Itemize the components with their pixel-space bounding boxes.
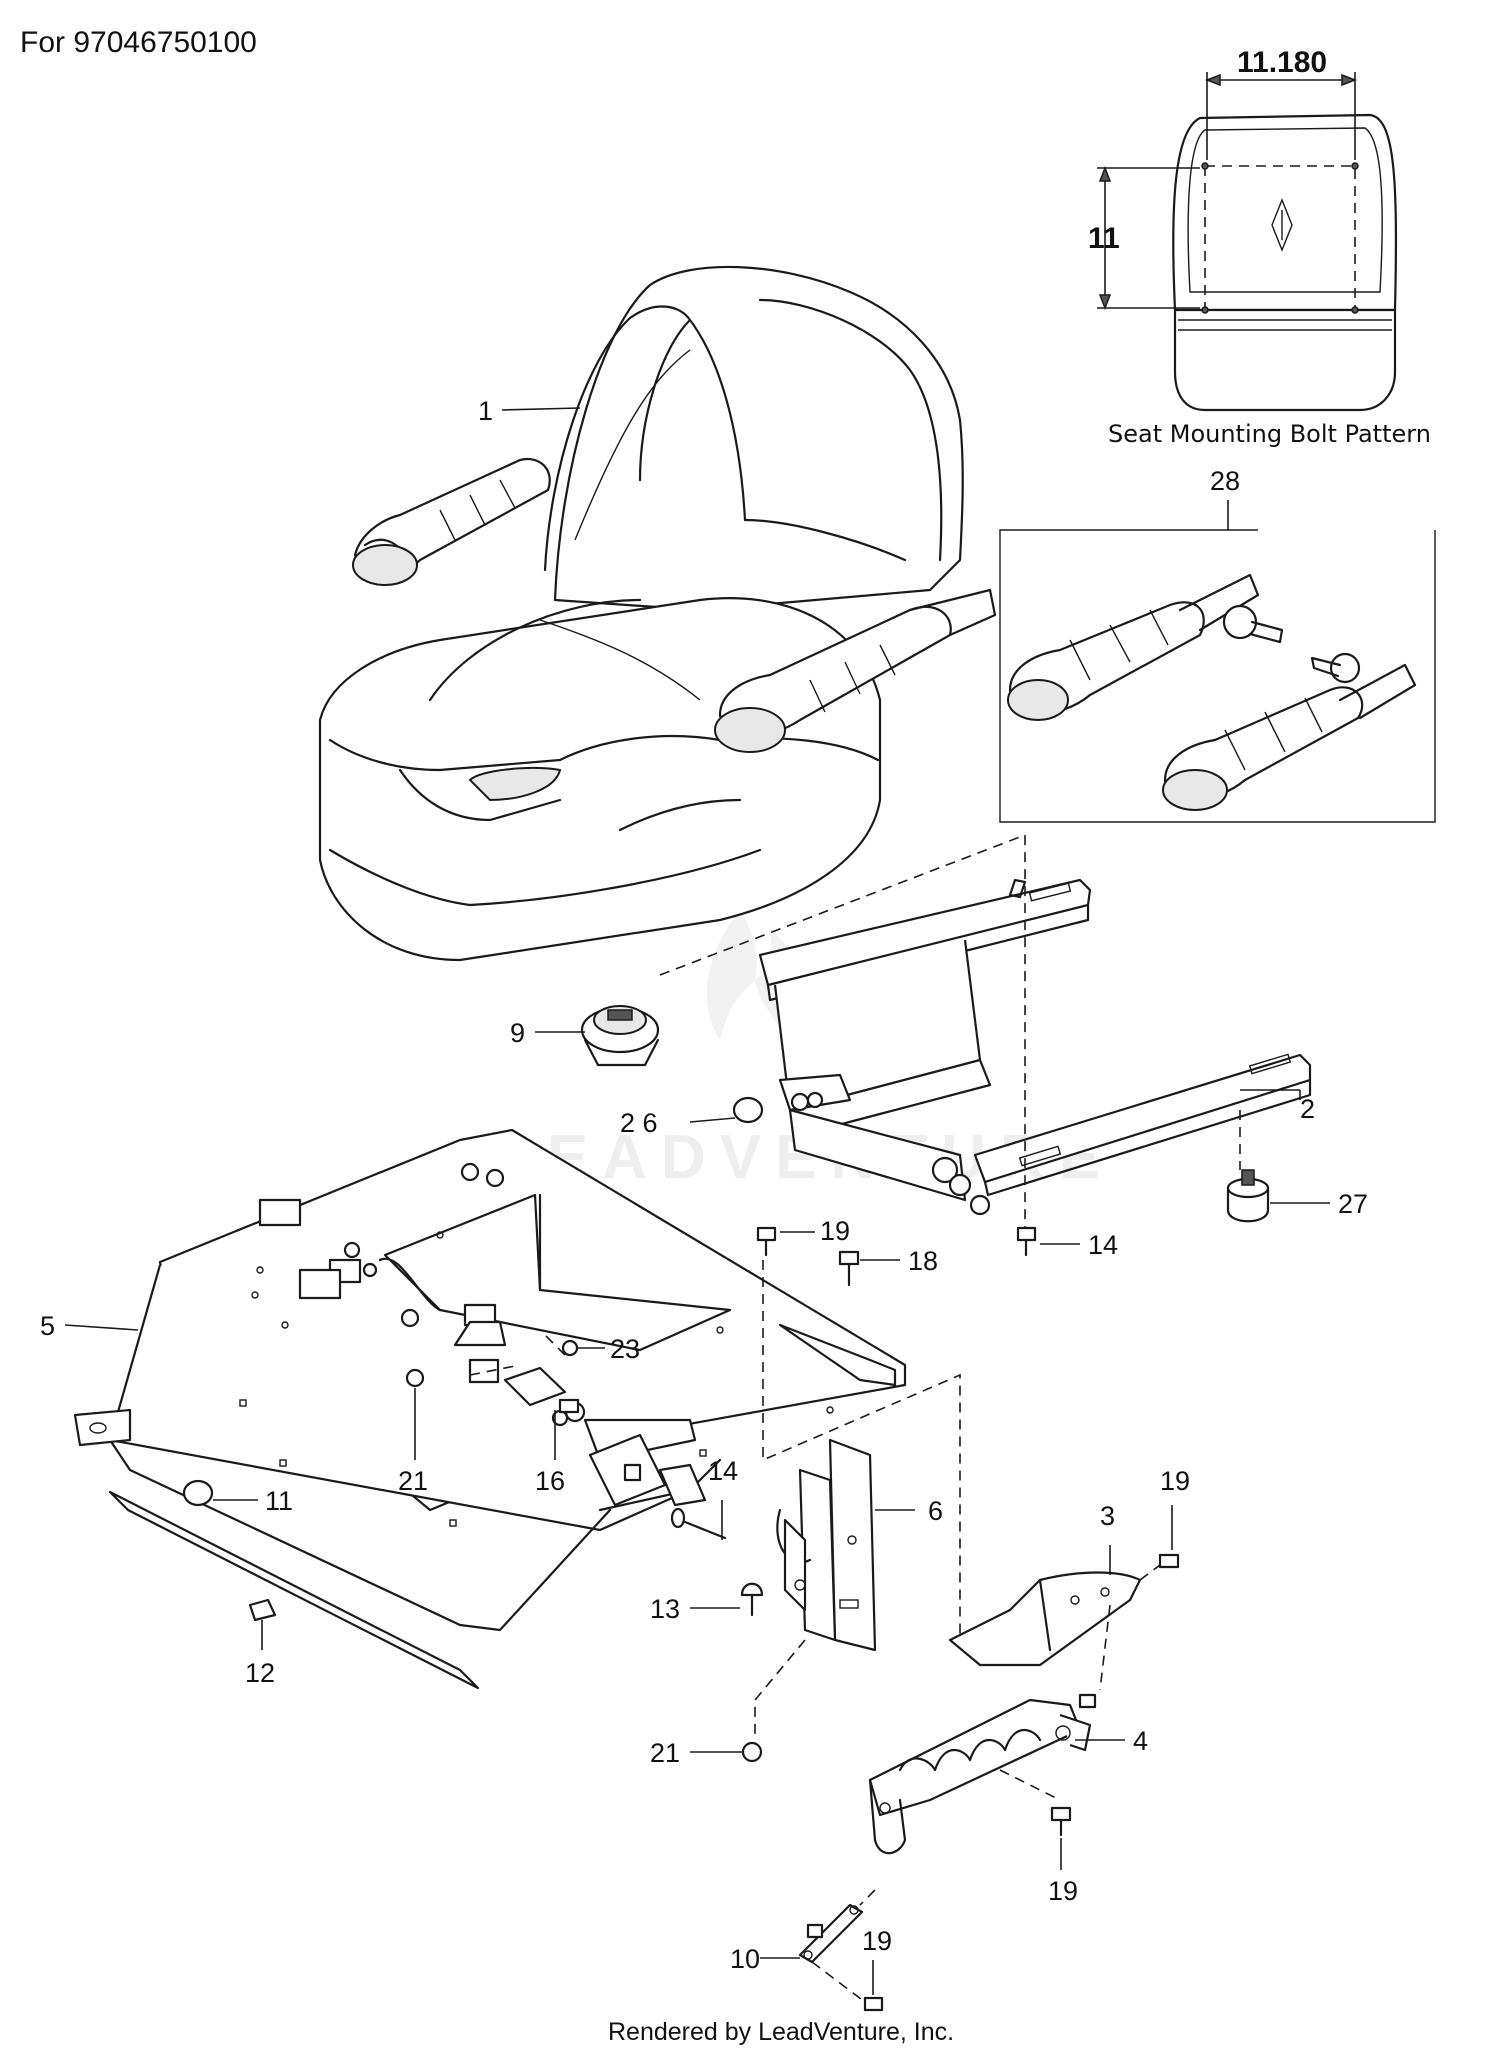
plug (732, 1096, 764, 1124)
armrest-kit-inset: 28 (999, 466, 1436, 823)
callout-18: 18 (908, 1246, 938, 1276)
callout-26: 2 6 (620, 1108, 658, 1138)
callout-2: 2 (1300, 1094, 1315, 1124)
seat-pan-clip (248, 1598, 277, 1622)
nut-23 (561, 1339, 579, 1357)
callout-14-lower: 14 (708, 1456, 738, 1486)
seat-pan-plug (182, 1479, 214, 1507)
seat-assembly (318, 265, 997, 962)
seat-center-icon (1271, 198, 1293, 252)
callout-9: 9 (510, 1018, 525, 1048)
seat-switch (580, 1005, 660, 1067)
bolt-pattern-caption: Seat Mounting Bolt Pattern (1108, 420, 1431, 448)
bolt-18 (838, 1250, 860, 1287)
seat-slide-rails (758, 878, 1312, 1216)
callout-14-top: 14 (1088, 1230, 1118, 1260)
callout-21-deck: 21 (398, 1466, 428, 1496)
bolt-19-lower (1050, 1806, 1072, 1837)
callout-11: 11 (265, 1486, 293, 1516)
callout-13: 13 (650, 1594, 680, 1624)
callout-19-right: 19 (1160, 1466, 1190, 1496)
mount-bracket (776, 1438, 877, 1652)
nut-lower (741, 1741, 763, 1763)
callout-19-bottom: 19 (862, 1926, 892, 1956)
callout-21-lower: 21 (650, 1738, 680, 1768)
bolt-19-right (1158, 1553, 1180, 1569)
nut-left (405, 1368, 425, 1388)
adjuster-link (798, 1903, 864, 1964)
callout-10: 10 (730, 1944, 760, 1974)
bolt-pattern-height: 11 (1088, 222, 1120, 255)
callout-12: 12 (245, 1658, 275, 1688)
pivot-bracket (948, 1571, 1142, 1667)
callout-6: 6 (928, 1496, 943, 1526)
callout-3: 3 (1100, 1501, 1115, 1531)
rail-bolt (1016, 1226, 1037, 1257)
callout-16: 16 (535, 1466, 565, 1496)
callout-1: 1 (478, 396, 493, 426)
callout-19-center: 19 (820, 1216, 850, 1246)
callout-19-lower: 19 (1048, 1876, 1078, 1906)
seat-pan (73, 1128, 907, 1690)
slotted-adjuster (868, 1698, 1092, 1855)
callout-5: 5 (40, 1311, 55, 1341)
bolt-19-bottom (863, 1996, 884, 2012)
footer-credit: Rendered by LeadVenture, Inc. (608, 2018, 954, 2046)
callout-23: 23 (610, 1334, 640, 1364)
bolt-19-center (756, 1226, 777, 1257)
part-number-label: For 97046750100 (20, 26, 257, 59)
pivot-bolt (678, 1518, 727, 1540)
bolt-pattern-inset: 11.180 11 Seat Mounting Bolt Pattern (1088, 46, 1431, 448)
bolt-pattern-width: 11.180 (1237, 46, 1327, 79)
screw-16 (558, 1398, 580, 1414)
rubber-bumper (1226, 1169, 1270, 1223)
callout-28: 28 (1210, 466, 1240, 496)
callout-4: 4 (1133, 1726, 1148, 1756)
callout-27: 27 (1338, 1189, 1368, 1219)
push-clip (740, 1582, 764, 1617)
